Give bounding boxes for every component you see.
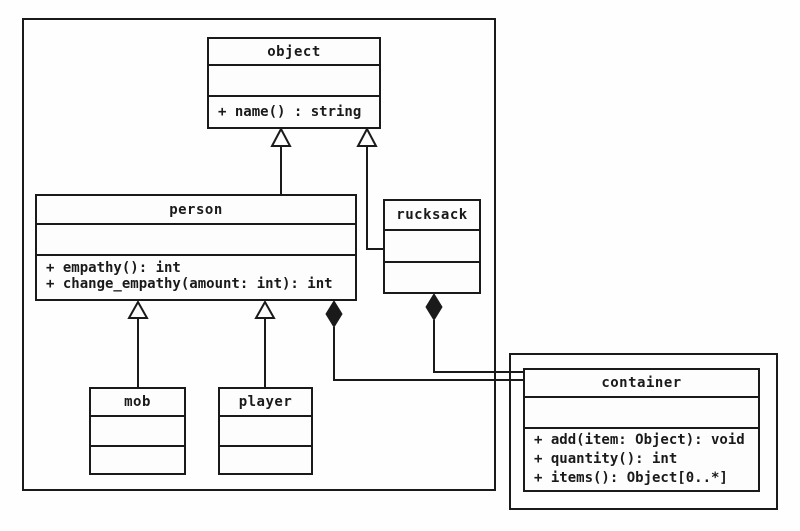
class-methods-compartment: + add(item: Object): void + quantity(): … <box>525 429 758 490</box>
class-attributes-compartment <box>385 231 479 263</box>
class-box-rucksack: rucksack <box>383 199 481 294</box>
class-title: person <box>37 196 355 225</box>
class-methods-compartment <box>385 263 479 292</box>
class-methods-compartment: + name() : string <box>209 97 379 127</box>
class-title: object <box>209 39 379 66</box>
class-title: mob <box>91 389 184 417</box>
method-line: + items(): Object[0..*] <box>534 470 728 486</box>
class-attributes-compartment <box>37 225 355 256</box>
class-box-container: container + add(item: Object): void + qu… <box>523 368 760 492</box>
class-methods-compartment <box>220 447 311 473</box>
main-diagram-frame <box>22 18 496 491</box>
class-attributes-compartment <box>220 417 311 447</box>
class-attributes-compartment <box>209 66 379 97</box>
method-line: + add(item: Object): void <box>534 432 745 448</box>
class-title: player <box>220 389 311 417</box>
class-methods-compartment: + empathy(): int + change_empathy(amount… <box>37 256 355 299</box>
class-attributes-compartment <box>525 398 758 429</box>
class-box-object: object + name() : string <box>207 37 381 129</box>
class-box-player: player <box>218 387 313 475</box>
method-line: + quantity(): int <box>534 451 678 467</box>
method-line: + name() : string <box>218 104 362 120</box>
method-line: + empathy(): int <box>46 260 181 276</box>
class-box-person: person + empathy(): int + change_empathy… <box>35 194 357 301</box>
class-methods-compartment <box>91 447 184 473</box>
class-title: rucksack <box>385 201 479 231</box>
container-package-frame <box>509 353 778 510</box>
class-attributes-compartment <box>91 417 184 447</box>
class-box-mob: mob <box>89 387 186 475</box>
method-line: + change_empathy(amount: int): int <box>46 276 333 292</box>
class-title: container <box>525 370 758 398</box>
